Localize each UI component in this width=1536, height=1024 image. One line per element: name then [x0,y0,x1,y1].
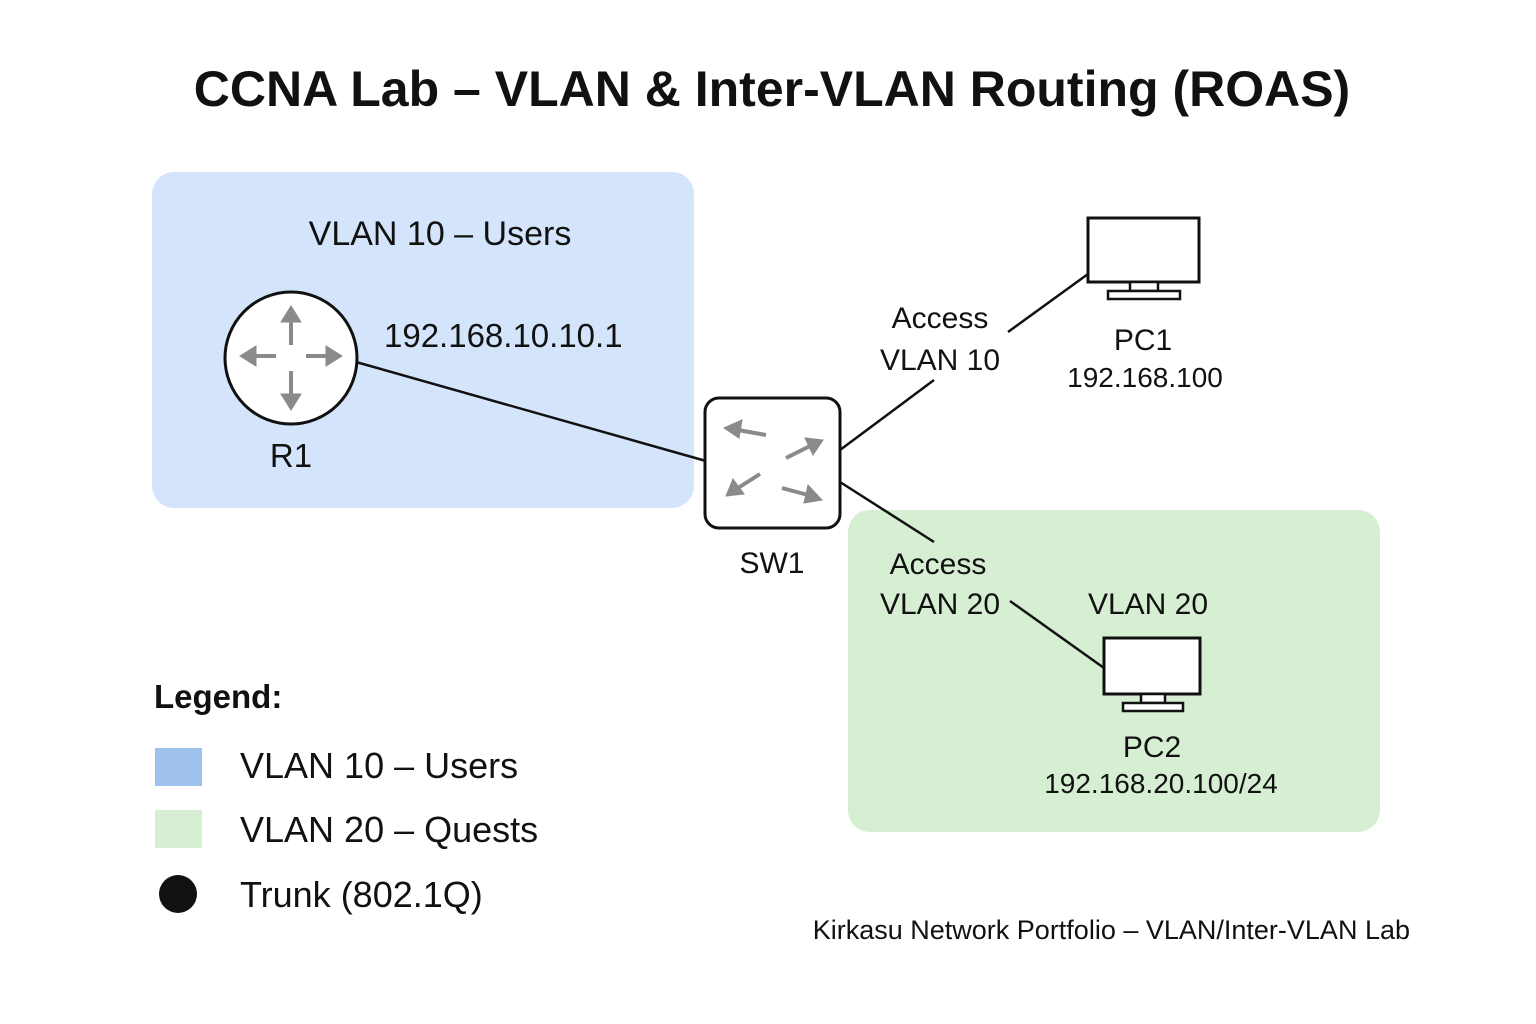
pc2[interactable]: PC2 192.168.20.100/24 [1044,636,1278,799]
pc1-label: PC1 [1114,324,1172,357]
link-sw1-pc1-upper [1007,272,1089,334]
router-arrows-icon [239,305,343,411]
pc1[interactable]: PC1 192.168.100 [1067,216,1223,393]
switch-label: SW1 [739,547,804,580]
router-r1[interactable]: R1 [223,290,359,474]
legend-label-vlan20: VLAN 20 – Quests [240,809,538,850]
link-sw1-pc2-upper [839,480,935,544]
switch-arrows-icon [722,419,824,504]
legend-heading: Legend: [154,678,282,715]
link-pc2-vlan-label: VLAN 20 [880,588,1000,621]
link-sw1-pc2-lower [1009,599,1105,670]
switch-icon [703,396,842,530]
monitor-icon [1086,216,1201,301]
vlan10-zone-label: VLAN 10 – Users [309,215,572,253]
link-pc1-vlan-label: VLAN 10 [880,344,1000,377]
router-label: R1 [270,437,312,474]
legend-swatch-vlan20 [155,810,202,848]
legend-label-trunk: Trunk (802.1Q) [240,874,483,915]
link-pc1-mode-label: Access [892,302,989,335]
legend-label-vlan10: VLAN 10 – Users [240,745,518,786]
monitor-icon [1102,636,1202,713]
legend: Legend: VLAN 10 – Users VLAN 20 – Quests… [154,678,538,915]
legend-swatch-trunk [159,875,197,913]
router-icon [223,290,359,426]
link-sw1-pc1-lower [839,378,935,452]
pc2-ip: 192.168.20.100/24 [1044,768,1278,799]
pc1-ip: 192.168.100 [1067,362,1223,393]
legend-swatch-vlan10 [155,748,202,786]
pc2-label: PC2 [1123,731,1181,764]
diagram-title: CCNA Lab – VLAN & Inter-VLAN Routing (RO… [194,61,1350,117]
switch-sw1[interactable]: SW1 [703,396,842,580]
vlan20-zone-label: VLAN 20 [1088,588,1208,621]
link-pc2-mode-label: Access [890,548,987,581]
router-ip: 192.168.10.10.1 [384,317,623,354]
footer-caption: Kirkasu Network Portfolio – VLAN/Inter-V… [813,915,1410,945]
link-r1-sw1 [355,360,707,463]
